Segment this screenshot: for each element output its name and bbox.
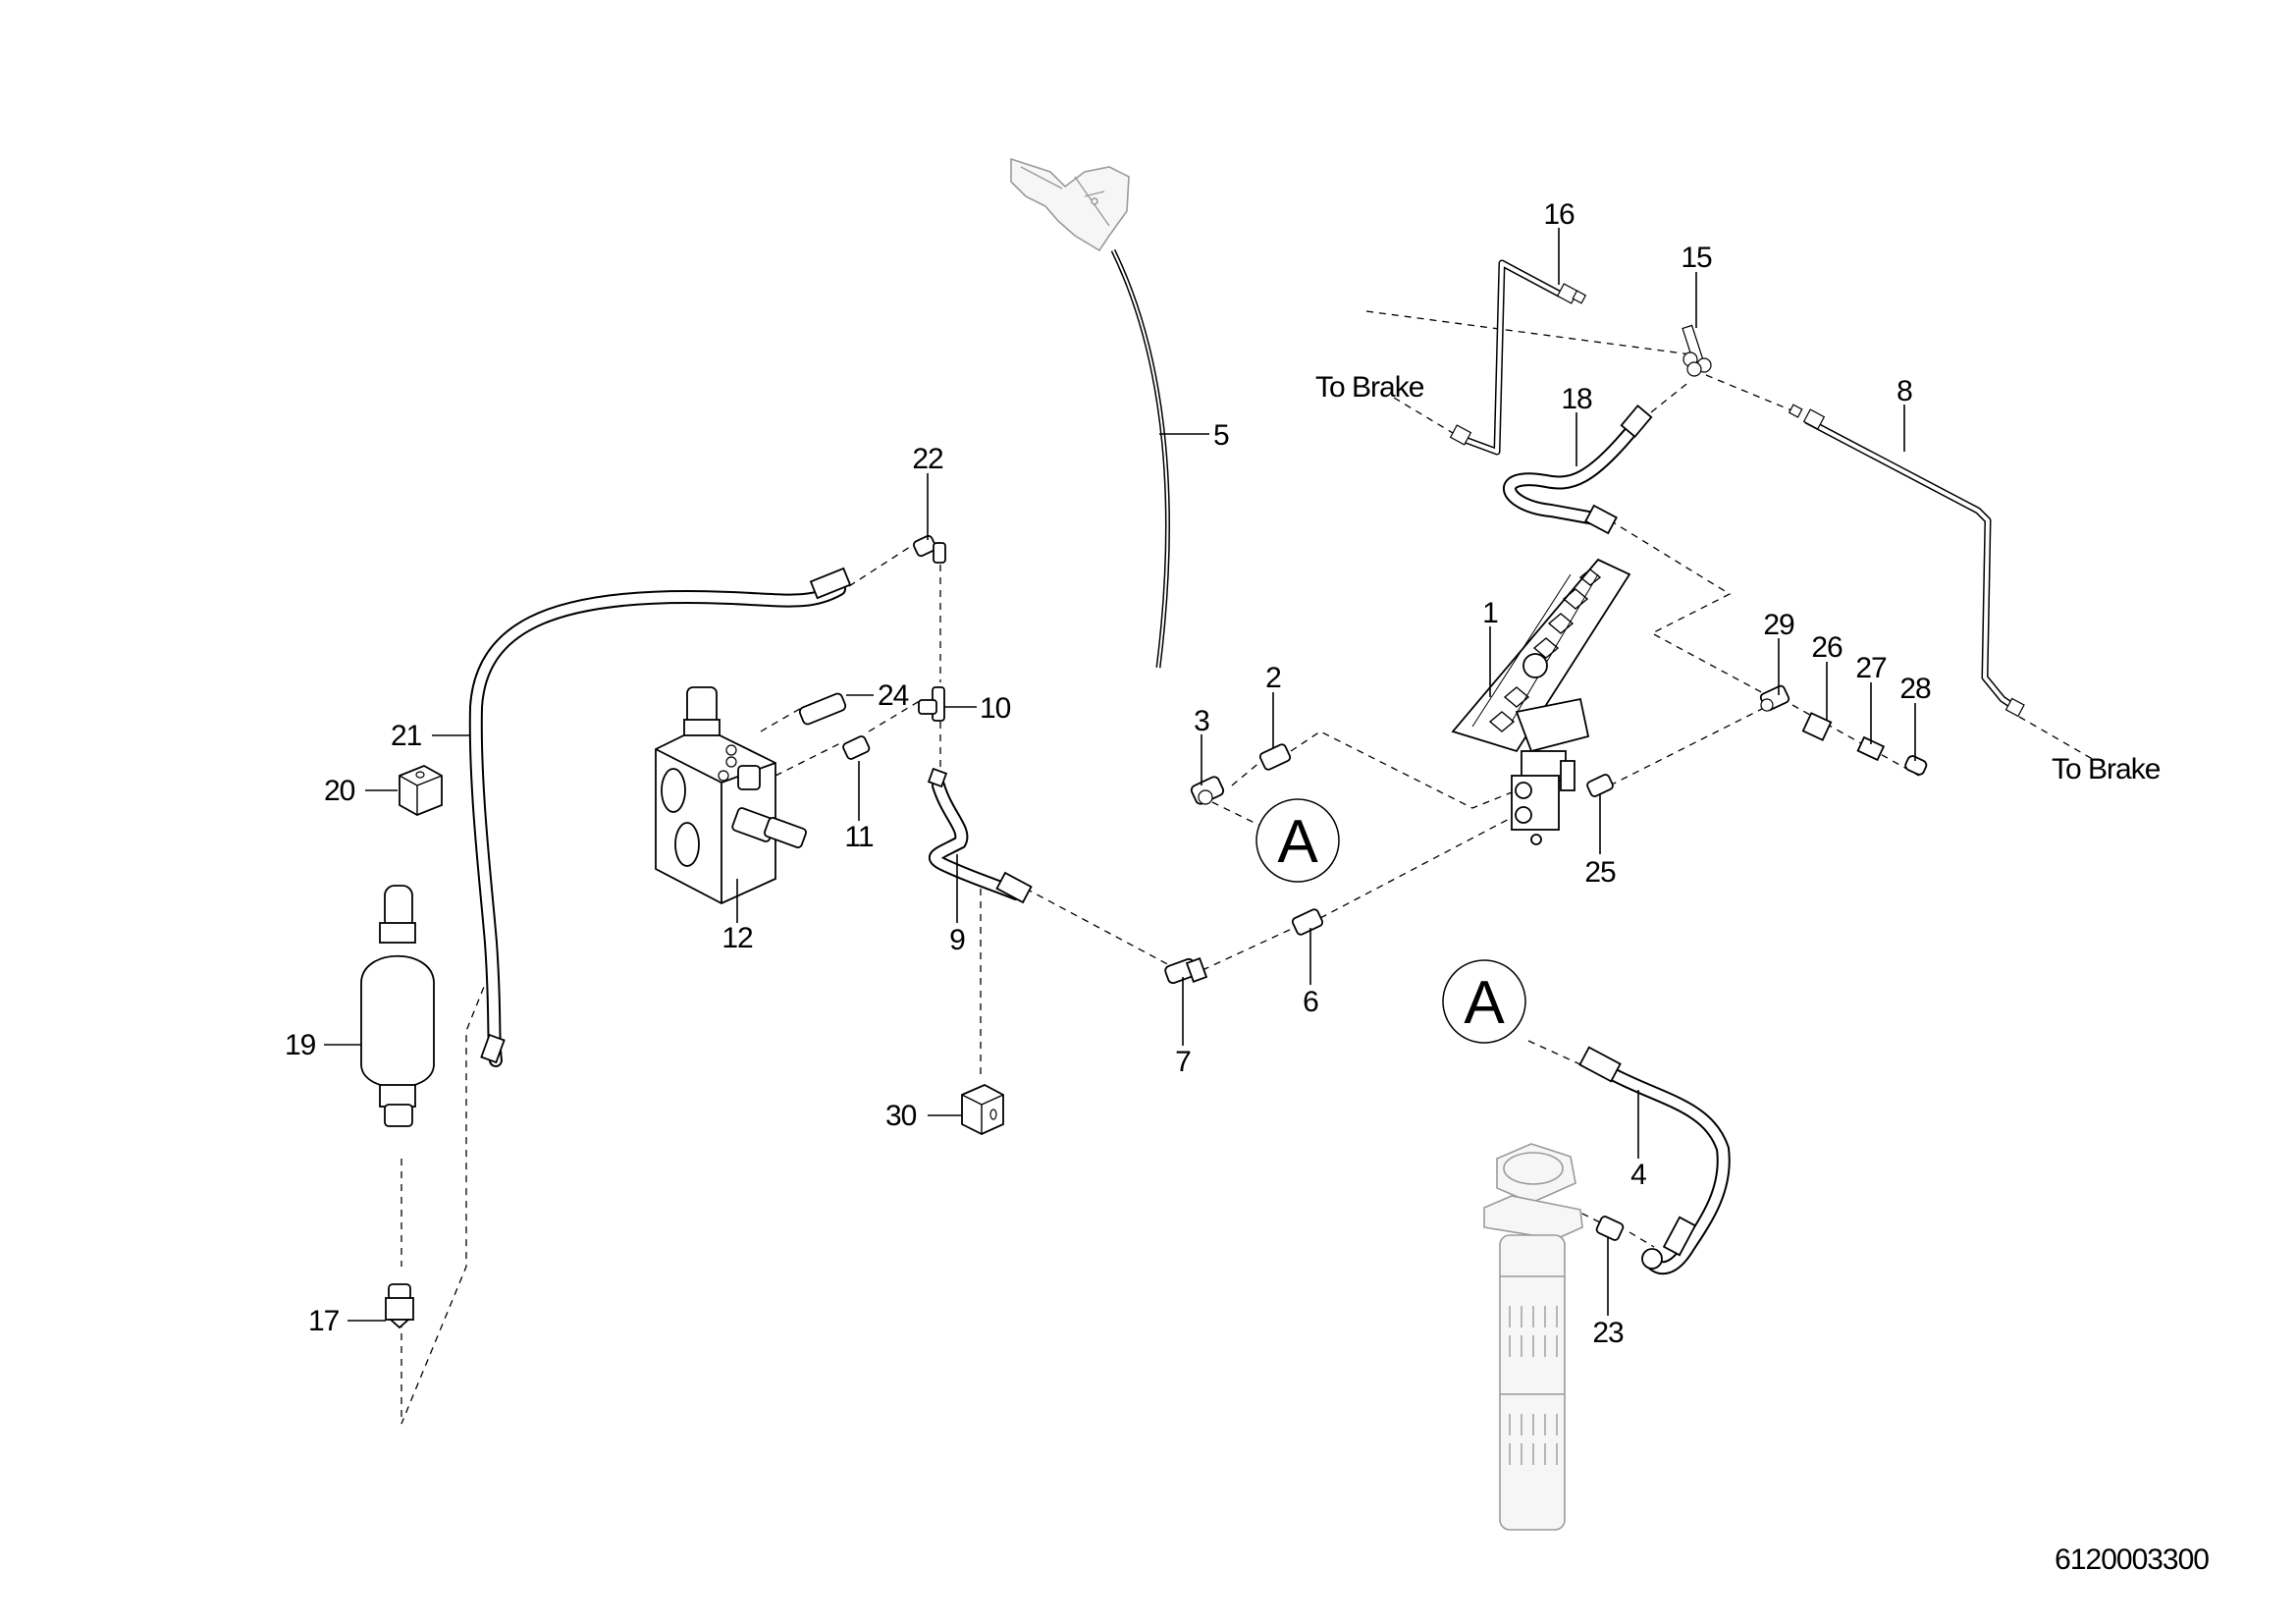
callout-27: 27	[1855, 652, 1887, 684]
callout-5: 5	[1213, 419, 1229, 452]
assembly-dashed-lines	[400, 310, 2097, 1425]
callout-1: 1	[1482, 597, 1498, 629]
callout-labels: 16 15 18 8 5 22 1 29 26 27 28 24 10 3 2 …	[285, 198, 1932, 1349]
callout-17: 17	[308, 1305, 340, 1337]
callout-22: 22	[912, 443, 943, 475]
callout-18: 18	[1561, 383, 1592, 415]
svg-text:A: A	[1464, 969, 1505, 1037]
to-brake-label-right: To Brake	[2052, 753, 2161, 785]
callout-28: 28	[1899, 673, 1931, 705]
svg-text:A: A	[1277, 808, 1318, 876]
part-9-hose[interactable]	[927, 767, 1033, 904]
callout-9: 9	[949, 924, 965, 956]
part-17-adapter[interactable]	[385, 1283, 414, 1329]
callout-29: 29	[1763, 609, 1794, 641]
callout-3: 3	[1194, 705, 1209, 737]
part-22-elbow-fitting[interactable]	[912, 534, 946, 564]
callout-4: 4	[1630, 1159, 1646, 1191]
part-12-valve-block[interactable]	[655, 686, 807, 905]
callout-15: 15	[1681, 242, 1712, 274]
part-8-brake-pipe[interactable]	[1788, 404, 2025, 718]
part-15-tee-bracket[interactable]	[1682, 324, 1712, 377]
connector-a-callout-1: A	[1255, 798, 1340, 883]
part-19-accumulator[interactable]	[360, 885, 435, 1127]
part-30-clamp-block[interactable]	[961, 1084, 1004, 1135]
part-29-tee-fitting[interactable]	[1759, 684, 1790, 712]
callout-6: 6	[1303, 986, 1318, 1018]
part-11-straight-fitting[interactable]	[842, 735, 871, 761]
part-23-straight-fitting[interactable]	[1595, 1216, 1625, 1241]
leader-lines	[324, 228, 1916, 1322]
ghost-return-filter	[1483, 1143, 1583, 1531]
callout-10: 10	[980, 692, 1011, 725]
callout-8: 8	[1896, 375, 1912, 407]
part-26-coupling[interactable]	[1801, 712, 1833, 741]
callout-21: 21	[391, 720, 422, 752]
callout-26: 26	[1811, 631, 1842, 664]
part-6-straight-fitting[interactable]	[1291, 908, 1324, 936]
callout-2: 2	[1265, 662, 1281, 694]
callout-20: 20	[324, 775, 355, 807]
part-2-straight-fitting[interactable]	[1258, 743, 1292, 771]
connector-a-callout-2: A	[1442, 959, 1526, 1044]
part-24-pressure-switch[interactable]	[798, 692, 847, 726]
part-16-brake-pipe[interactable]	[1449, 259, 1587, 456]
callout-11: 11	[844, 821, 873, 853]
callout-30: 30	[885, 1100, 917, 1132]
part-10-tee-fitting[interactable]	[918, 686, 945, 722]
part-7-elbow-fitting[interactable]	[1164, 957, 1208, 985]
part-28-plug[interactable]	[1904, 754, 1928, 776]
callout-19: 19	[285, 1029, 316, 1061]
part-18-hose[interactable]	[1503, 404, 1653, 535]
part-5-cable[interactable]	[1110, 248, 1170, 669]
callout-23: 23	[1592, 1317, 1624, 1349]
part-1-brake-pedal-valve[interactable]	[1451, 558, 1631, 845]
part-4-hose[interactable]	[1578, 1046, 1731, 1275]
to-brake-label-left: To Brake	[1315, 371, 1424, 404]
part-3-elbow-fitting[interactable]	[1190, 776, 1225, 806]
callout-16: 16	[1543, 198, 1575, 231]
ghost-lever-assembly	[1010, 157, 1130, 252]
callout-7: 7	[1175, 1046, 1191, 1078]
part-27-adapter[interactable]	[1856, 735, 1886, 762]
callout-12: 12	[721, 922, 753, 954]
callout-25: 25	[1584, 856, 1616, 889]
part-20-clamp-block[interactable]	[399, 765, 443, 816]
drawing-number: 6120003300	[2055, 1543, 2209, 1576]
part-25-straight-fitting[interactable]	[1586, 774, 1615, 798]
callout-24: 24	[878, 679, 909, 712]
part-21-hose[interactable]	[468, 567, 852, 1067]
